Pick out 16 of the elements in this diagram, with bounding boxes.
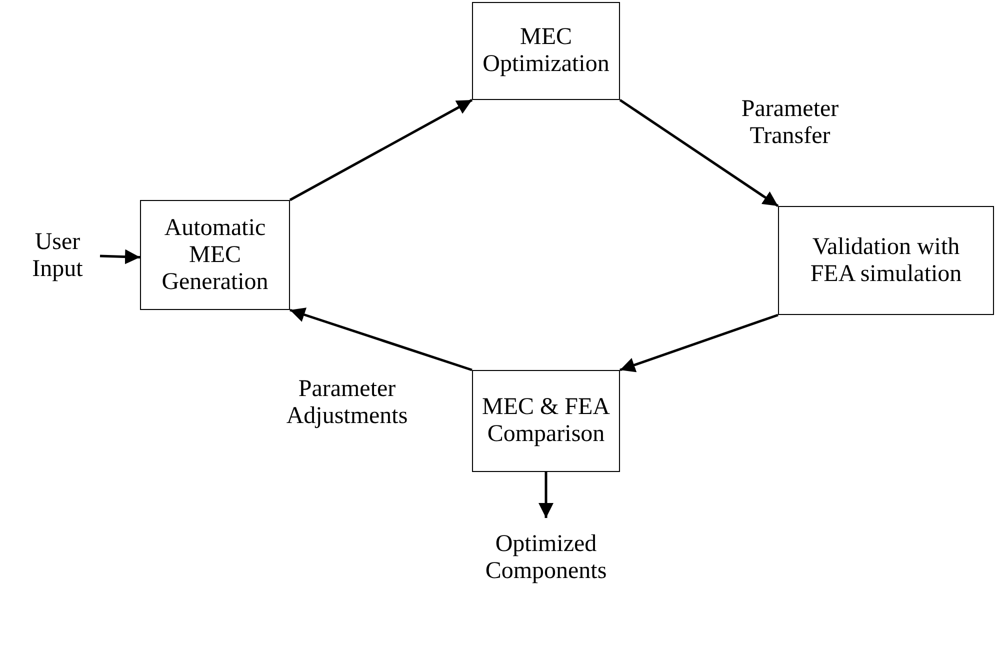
box-label: MEC & FEA Comparison <box>480 394 611 448</box>
arrow <box>620 314 778 372</box>
arrow <box>100 249 140 264</box>
box-label: MEC Optimization <box>482 24 610 78</box>
box-label: Validation with FEA simulation <box>809 234 963 288</box>
process-box <box>140 200 290 310</box>
arrow <box>290 308 472 372</box>
process-box <box>472 370 620 472</box>
arrow <box>619 98 779 208</box>
process-box <box>778 206 994 315</box>
node-label: User Input <box>15 226 100 286</box>
box-label: Automatic MEC Generation <box>160 214 270 296</box>
node-label: Optimized Components <box>466 518 626 598</box>
process-box <box>472 2 620 100</box>
arrow <box>289 98 473 202</box>
arrow <box>538 472 554 518</box>
